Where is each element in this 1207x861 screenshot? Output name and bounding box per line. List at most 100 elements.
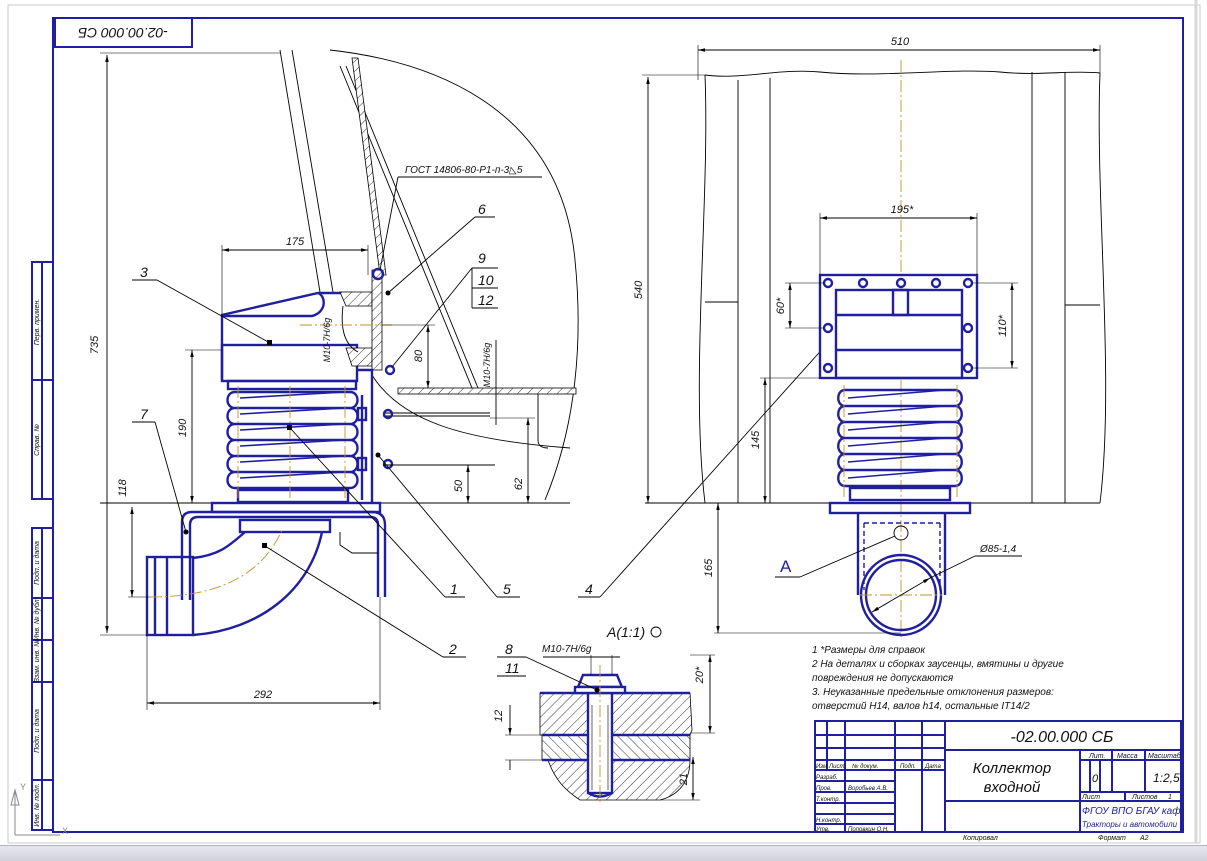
- dim-12: 12: [493, 710, 505, 722]
- callouts: 3 7 6 9 10 12 1 5 2 4: [132, 201, 828, 658]
- dim-62: 62: [513, 478, 525, 490]
- svg-text:Изм: Изм: [816, 764, 827, 770]
- svg-text:ФГОУ ВПО БГАУ каф.: ФГОУ ВПО БГАУ каф.: [1082, 805, 1183, 817]
- paper-edge: [7, 4, 1201, 844]
- svg-text:2 На деталях и сборках заусен: 2 На деталях и сборках заусенцы, вмятины…: [811, 658, 1064, 670]
- top-designation-box: [54, 17, 193, 48]
- callout-6: 6: [478, 201, 486, 217]
- rotated-view-icon: [650, 626, 662, 638]
- ucs-icon: Y X: [10, 782, 68, 836]
- svg-text:Взам. инв. №: Взам. инв. №: [34, 639, 41, 683]
- hatched-wall: [351, 57, 387, 276]
- detail-thread: M10-7H/6g: [542, 644, 592, 655]
- view-marker-a: A: [780, 557, 792, 576]
- dim-510: 510: [891, 36, 910, 48]
- dim-292: 292: [253, 689, 272, 701]
- svg-text:Утв.: Утв.: [815, 827, 830, 833]
- svg-text:Подп. и дата: Подп. и дата: [33, 541, 41, 585]
- callout-5: 5: [503, 581, 511, 597]
- title-block: Изм Лист № докум. Подп. Дата Разраб. Про…: [814, 720, 1183, 842]
- svg-text:Справ. №: Справ. №: [34, 424, 41, 456]
- callout-7: 7: [140, 406, 149, 422]
- dim-118: 118: [117, 478, 129, 496]
- drawing-title-2: входной: [984, 779, 1041, 796]
- weld-note: ГОСТ 14806-80-Р1-п-3◺5: [405, 165, 523, 176]
- callout-2: 2: [448, 641, 457, 657]
- thread-label: M10-7H/6g: [322, 318, 332, 363]
- scale-value: 1:2,5: [1153, 771, 1180, 785]
- callout-11: 11: [505, 660, 520, 676]
- dim-190: 190: [177, 418, 189, 437]
- svg-text:3. Неуказанные предельные откл: 3. Неуказанные предельные отклонения раз…: [812, 687, 1054, 698]
- svg-text:1: 1: [1168, 794, 1172, 801]
- right-view: 510 540 195* 60* 110* 145 165 Ø85-1,4 A: [633, 36, 1107, 640]
- callout-12: 12: [478, 292, 494, 308]
- svg-text:Y: Y: [20, 782, 26, 792]
- dim-175: 175: [286, 236, 305, 248]
- svg-text:повреждения не допускаются: повреждения не допускаются: [812, 673, 954, 684]
- flange: [818, 273, 979, 380]
- bellows: [837, 388, 963, 502]
- dim-80: 80: [413, 349, 425, 362]
- dim-20: 20*: [694, 666, 706, 684]
- svg-text:А2: А2: [1139, 835, 1149, 842]
- svg-text:Разраб.: Разраб.: [816, 775, 838, 781]
- svg-text:Листов: Листов: [1131, 794, 1158, 801]
- svg-text:Инв. № подл.: Инв. № подл.: [33, 783, 41, 826]
- dim-145: 145: [750, 430, 762, 449]
- svg-text:Инв. № дубл.: Инв. № дубл.: [33, 597, 41, 640]
- svg-text:1 *Размеры для справок: 1 *Размеры для справок: [812, 645, 926, 656]
- left-view: 735 175 190 118 80 50 62 292 M1: [89, 49, 828, 710]
- svg-text:Н.контр.: Н.контр.: [816, 818, 841, 824]
- svg-text:Копировал: Копировал: [963, 835, 998, 842]
- svg-text:Масса: Масса: [1117, 753, 1138, 760]
- svg-text:Лист: Лист: [1081, 794, 1100, 801]
- bellows: [226, 379, 359, 504]
- dim-165: 165: [703, 558, 715, 577]
- callout-9: 9: [478, 250, 486, 266]
- status-bar: [0, 845, 1207, 861]
- technical-notes: 1 *Размеры для справок 2 На деталях и сб…: [811, 645, 1064, 712]
- callout-3: 3: [140, 264, 148, 280]
- dim-60: 60*: [775, 297, 787, 314]
- svg-text:Т.контр.: Т.контр.: [816, 797, 840, 803]
- svg-text:№ докум.: № докум.: [852, 763, 878, 770]
- dim-540: 540: [633, 280, 645, 299]
- svg-text:Дата: Дата: [924, 764, 941, 770]
- dim-50: 50: [453, 479, 465, 492]
- side-stamp: Перв. примен. Справ. № Подп. и дата Инв.…: [31, 261, 54, 831]
- detail-title: A(1:1): [606, 624, 645, 640]
- detail-a: A(1:1) M10-7H/6g 8 11 20* 12 21: [493, 624, 715, 805]
- dim-21: 21: [678, 773, 690, 786]
- svg-text:Пров.: Пров.: [816, 786, 832, 792]
- top-designation: -02.00.000 СБ: [78, 25, 168, 41]
- dim-diameter-85: Ø85-1,4: [979, 544, 1017, 555]
- svg-text:Поповкин О.Н.: Поповкин О.Н.: [848, 827, 889, 833]
- svg-text:0: 0: [1092, 773, 1099, 785]
- svg-text:Подп. и дата: Подп. и дата: [33, 709, 41, 753]
- svg-text:Воробьев А.В.: Воробьев А.В.: [848, 786, 888, 792]
- right-dimensions: 510 540 195* 60* 110* 145 165 Ø85-1,4: [633, 36, 1101, 634]
- dim-195: 195*: [891, 204, 914, 216]
- callout-4: 4: [585, 581, 593, 597]
- floor-section: [397, 387, 577, 395]
- drawing-designation: -02.00.000 СБ: [1011, 729, 1114, 746]
- bolt-head: [384, 364, 396, 376]
- svg-text:Перв. примен.: Перв. примен.: [34, 299, 41, 346]
- dim-735: 735: [89, 335, 101, 354]
- callout-10: 10: [478, 272, 494, 288]
- bolt-head: [371, 267, 385, 281]
- callout-1: 1: [450, 581, 458, 597]
- svg-text:Лит.: Лит.: [1088, 753, 1105, 760]
- svg-text:Подп.: Подп.: [900, 764, 916, 770]
- thread-label: M10-7H/6g: [482, 343, 492, 388]
- left-dimensions: 735 175 190 118 80 50 62 292 M1: [89, 52, 535, 710]
- dim-110: 110*: [997, 314, 1009, 337]
- svg-text:отверстий H14, валов h14, оста: отверстий H14, валов h14, остальные IT14…: [812, 701, 1030, 712]
- svg-text:Масштаб: Масштаб: [1148, 752, 1182, 760]
- svg-text:Тракторы и автомобили: Тракторы и автомобили: [1082, 820, 1178, 829]
- svg-text:Лист: Лист: [828, 764, 844, 770]
- callout-8: 8: [505, 641, 513, 657]
- svg-text:Формат: Формат: [1098, 835, 1126, 842]
